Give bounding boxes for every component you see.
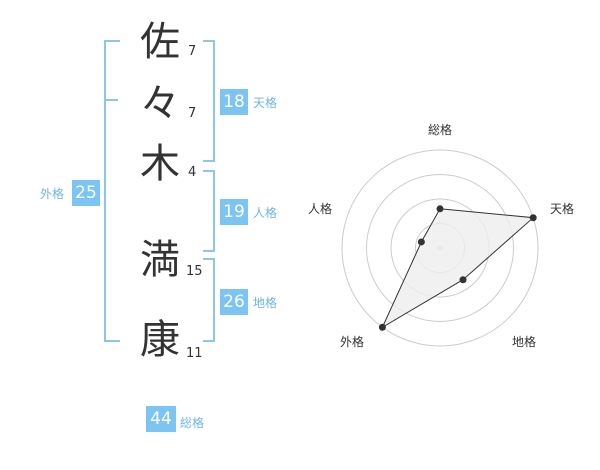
jinkaku-badge: 19 [220,199,248,225]
stroke-count-3: 4 [188,165,197,180]
radar-axis-label-jinkaku: 人格 [308,201,332,216]
chikaku-label: 地格 [253,296,278,310]
name-char-5: 康 [140,317,180,363]
name-char-3: 木 [140,141,180,187]
radar-point-1 [529,214,537,222]
radar-point-0 [436,205,444,213]
jinkaku-bracket [203,170,215,252]
radar-point-2 [459,276,467,284]
soukaku-label: 総格 [180,416,205,430]
radar-point-3 [378,323,386,331]
stroke-count-4: 15 [186,264,203,279]
chikaku-bracket [203,258,215,342]
name-char-2: 々 [140,81,180,127]
radar-ring-3 [366,174,514,322]
radar-point-4 [417,238,425,246]
tenkaku-badge: 18 [220,89,248,115]
gaikaku-label: 外格 [40,187,65,201]
stroke-count-5: 11 [186,346,203,361]
stroke-count-1: 7 [188,44,197,59]
stroke-count-2: 7 [188,106,197,121]
jinkaku-label: 人格 [253,206,278,220]
radar-axis-label-soukaku: 総格 [428,122,452,137]
gaikaku-bracket [104,40,120,342]
tenkaku-bracket [203,40,215,162]
soukaku-badge: 44 [146,406,176,432]
radar-chart: 総格 天格 地格 外格 人格 [308,122,574,349]
name-char-4: 満 [140,237,180,283]
radar-ring-4 [341,149,539,347]
gaikaku-bracket-tick [104,99,118,101]
name-char-1: 佐 [140,19,180,65]
radar-axis-label-gaikaku: 外格 [340,334,364,349]
radar-axis-label-chikaku: 地格 [512,334,536,349]
chikaku-badge: 26 [220,289,248,315]
gaikaku-badge: 25 [72,180,100,206]
tenkaku-label: 天格 [253,96,278,110]
radar-shape [381,208,535,329]
radar-points [378,205,537,331]
radar-axis-label-tenkaku: 天格 [550,201,574,216]
